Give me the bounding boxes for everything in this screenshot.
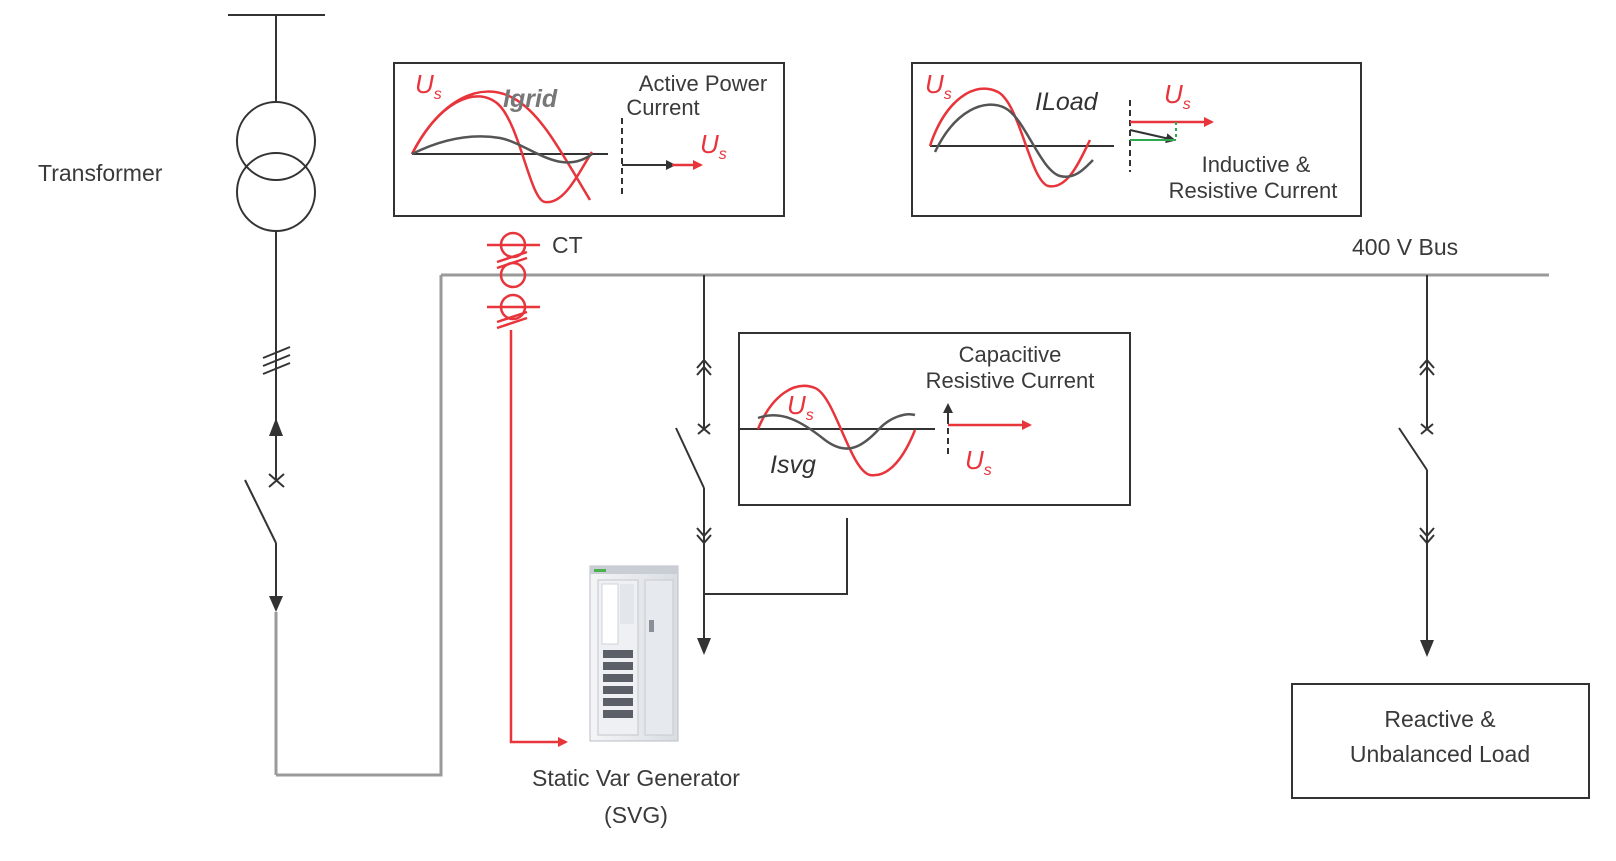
svg-cabinet-icon: [589, 565, 679, 742]
svg-branch: [675, 275, 848, 650]
grid-caption-line1: Active Power: [639, 71, 767, 96]
svg-text:Us: Us: [965, 445, 992, 479]
svg-us2-sub: s: [984, 462, 992, 479]
grid-current-label: Igrid: [503, 85, 558, 113]
svg-us-sub: s: [806, 407, 814, 424]
transformer-icon: [236, 101, 316, 232]
load-us2-symbol: U: [1164, 79, 1183, 109]
load-label-line1: Reactive &: [1384, 706, 1495, 732]
bus-label: 400 V Bus: [1352, 234, 1458, 260]
load-us-symbol: U: [925, 69, 944, 99]
svg-text:Us: Us: [700, 129, 727, 163]
load-label-line2: Unbalanced Load: [1350, 741, 1530, 767]
load-us-sub: s: [944, 86, 952, 103]
svg-current-box: Us Isvg Capacitive Resistive Current Us: [738, 332, 1131, 506]
svg-caption-line2: Resistive Current: [926, 368, 1095, 393]
load-us2-sub: s: [1183, 96, 1191, 113]
grid-us-symbol: U: [415, 69, 434, 99]
load-block: Reactive & Unbalanced Load: [1291, 683, 1590, 799]
svg-label-line2: (SVG): [604, 802, 668, 828]
ct-icon: [487, 231, 568, 747]
load-current-box: Us ILoad Us Inductive & Resistive Curren…: [911, 62, 1362, 217]
load-caption-line2: Resistive Current: [1169, 178, 1338, 203]
transformer-label: Transformer: [38, 160, 163, 186]
grid-us-sub: s: [434, 86, 442, 103]
svg-text:Us: Us: [787, 390, 814, 424]
svg-caption-line1: Capacitive: [959, 342, 1062, 367]
svg-text:Us: Us: [925, 69, 952, 103]
svg-us-symbol: U: [787, 390, 806, 420]
grid-current-box: Us Igrid Active Power Current Us: [393, 62, 785, 217]
svg-current-label: Isvg: [770, 451, 816, 479]
svg-us2-symbol: U: [965, 445, 984, 475]
grid-caption-line2: Current: [626, 95, 699, 120]
transformer-branch: [228, 14, 443, 777]
svg-label-line1: Static Var Generator: [532, 765, 740, 791]
switch-icon: [244, 479, 277, 544]
load-caption-line1: Inductive &: [1202, 152, 1311, 177]
ct-label: CT: [552, 232, 583, 258]
load-current-label: ILoad: [1035, 88, 1099, 116]
grid-us2-sub: s: [719, 146, 727, 163]
svg-text:Us: Us: [1164, 79, 1191, 113]
grid-us2-symbol: U: [700, 129, 719, 159]
load-branch: [1398, 275, 1435, 643]
svg-text:Us: Us: [415, 69, 442, 103]
